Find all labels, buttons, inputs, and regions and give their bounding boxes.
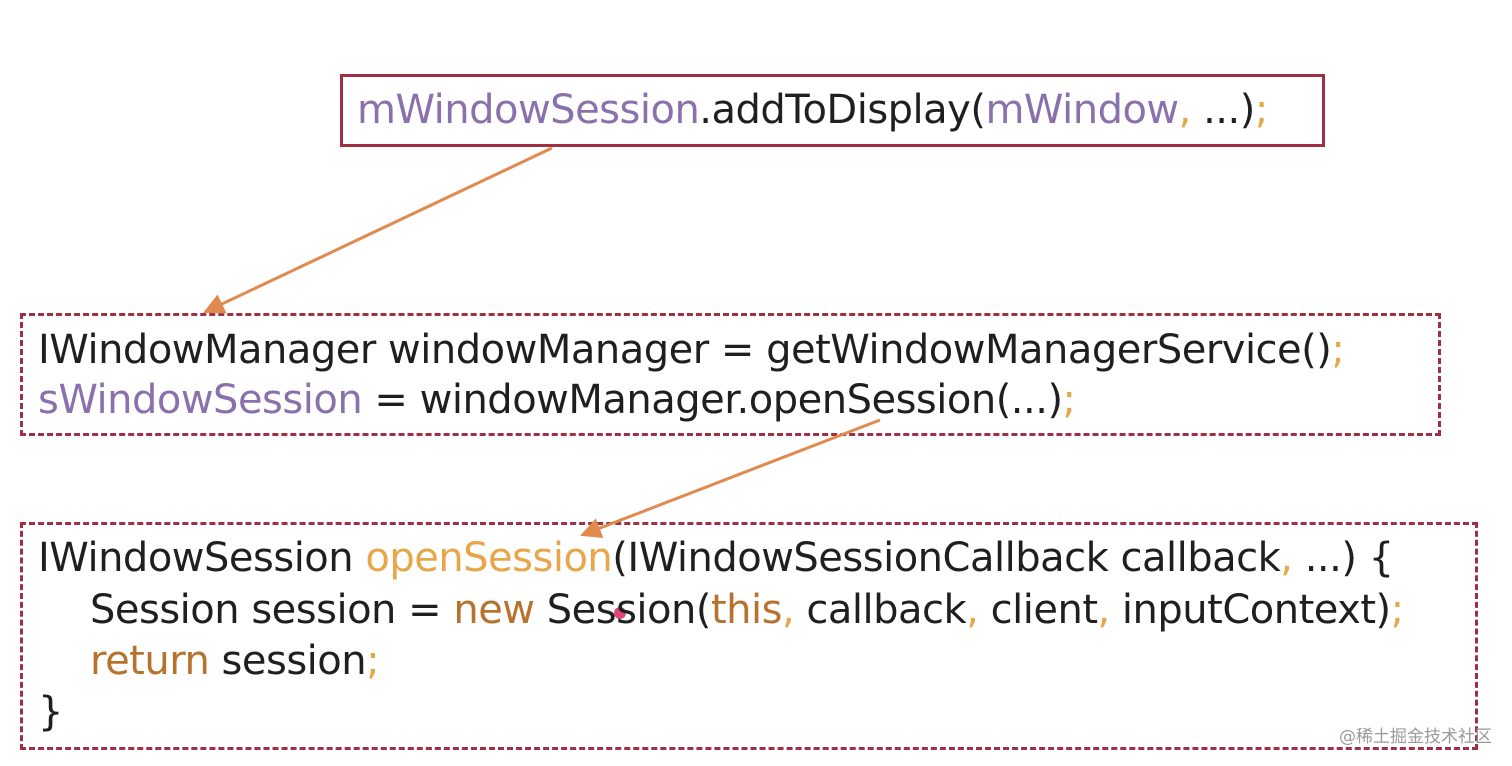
token-mwindow: mWindow bbox=[985, 87, 1179, 133]
token-semicolon: ; bbox=[1062, 377, 1076, 423]
token-semicolon: ; bbox=[1331, 327, 1345, 373]
token-addtodisplay: .addToDisplay( bbox=[699, 87, 986, 133]
token-arg-callback: callback bbox=[794, 587, 967, 633]
token-swindowsession: sWindowSession bbox=[38, 377, 363, 423]
token-arg-client: client bbox=[978, 587, 1098, 633]
token-comma: , bbox=[966, 587, 979, 633]
token-session: session bbox=[209, 638, 367, 684]
token-ctor: Session( bbox=[534, 587, 712, 633]
token-mwindowsession: mWindowSession bbox=[357, 87, 700, 133]
add-to-display-box bbox=[340, 74, 1325, 147]
code-line-add-to-display: mWindowSession.addToDisplay(mWindow, ...… bbox=[357, 85, 1268, 135]
code-line-open-session-signature: IWindowSession openSession(IWindowSessio… bbox=[38, 533, 1394, 583]
token-comma: , bbox=[1178, 87, 1192, 133]
token-params: (IWindowSessionCallback callback bbox=[612, 535, 1281, 581]
code-line-return: return session; bbox=[90, 636, 380, 686]
code-line-get-window-manager: IWindowManager windowManager = getWindow… bbox=[38, 325, 1345, 375]
token-this: this bbox=[710, 587, 783, 633]
arrow-to-window-manager bbox=[203, 146, 553, 314]
token-return: return bbox=[90, 638, 210, 684]
code-line-new-session: Session session = new Session(this, call… bbox=[90, 585, 1404, 635]
token-semicolon: ; bbox=[1390, 587, 1404, 633]
token-semicolon: ; bbox=[1254, 87, 1268, 133]
code-line-closing-brace: } bbox=[38, 687, 63, 737]
token-decl: Session session = bbox=[90, 587, 454, 633]
token-rest: ...) bbox=[1190, 87, 1255, 133]
arrow-to-open-session bbox=[580, 418, 881, 538]
code-line-open-session-call: sWindowSession = windowManager.openSessi… bbox=[38, 375, 1076, 425]
watermark: @稀土掘金技术社区 bbox=[1339, 727, 1492, 747]
token-comma: , bbox=[1280, 535, 1293, 581]
token-arg-inputcontext: inputContext) bbox=[1109, 587, 1391, 633]
token-new: new bbox=[453, 587, 535, 633]
token-rest: = windowManager.openSession(...) bbox=[362, 377, 1063, 423]
token-statement: IWindowManager windowManager = getWindow… bbox=[38, 327, 1332, 373]
token-rest: ...) { bbox=[1292, 535, 1394, 581]
token-comma: , bbox=[1097, 587, 1111, 633]
token-method-name: openSession bbox=[365, 535, 613, 581]
token-comma: , bbox=[781, 587, 795, 633]
token-semicolon: ; bbox=[366, 638, 380, 684]
token-return-type: IWindowSession bbox=[38, 535, 366, 581]
token-brace: } bbox=[38, 689, 63, 735]
